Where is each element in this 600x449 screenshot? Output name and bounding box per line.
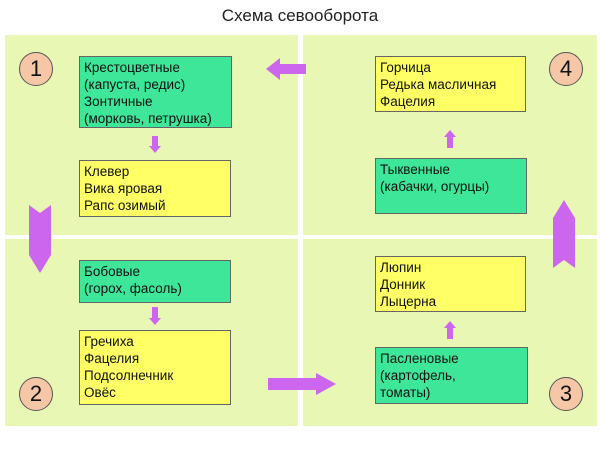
crop-line: Тыквенные — [380, 162, 450, 177]
crop-line: Донник — [380, 277, 426, 292]
crop-line: Клевер — [84, 164, 130, 179]
crop-line: Пасленовые — [380, 351, 459, 366]
arrow-right-icon — [268, 373, 336, 395]
crop-line: (картофель, — [380, 368, 456, 383]
step-number-2: 2 — [19, 377, 53, 411]
crop-line: (капуста, редис) — [84, 77, 186, 92]
crop-line: Фацелия — [84, 351, 140, 366]
q2-main-crop-box: Бобовые (горох, фасоль) — [79, 260, 231, 303]
step-number-4: 4 — [549, 52, 583, 86]
arrow-up-small-icon — [444, 321, 456, 339]
crop-line: томаты) — [380, 385, 431, 400]
crop-line: Лыцерна — [380, 294, 437, 309]
arrow-up-small-icon — [444, 130, 456, 148]
q3-main-crop-box: Пасленовые (картофель, томаты) — [375, 347, 528, 404]
q4-green-manure-box: Горчица Редька масличная Фацелия — [375, 56, 526, 112]
crop-line: Редька масличная — [380, 77, 497, 92]
q4-main-crop-box: Тыквенные (кабачки, огурцы) — [375, 158, 527, 214]
crop-line: Горчица — [380, 60, 431, 75]
q3-green-manure-box: Люпин Донник Лыцерна — [375, 256, 526, 312]
crop-line: (горох, фасоль) — [84, 281, 182, 296]
arrow-up-large-icon — [553, 200, 575, 268]
crop-line: Рапс озимый — [84, 198, 166, 213]
crop-line: Вика яровая — [84, 181, 163, 196]
arrow-left-icon — [266, 58, 306, 80]
crop-line: (кабачки, огурцы) — [380, 179, 490, 194]
crop-line: Гречиха — [84, 334, 134, 349]
q2-green-manure-box: Гречиха Фацелия Подсолнечник Овёс — [79, 330, 231, 405]
step-number-1: 1 — [19, 52, 53, 86]
crop-line: Люпин — [380, 260, 422, 275]
crop-line: Крестоцветные — [84, 60, 180, 75]
crop-line: (морковь, петрушка) — [84, 111, 212, 126]
crop-line: Зонтичные — [84, 94, 153, 109]
arrow-down-large-icon — [29, 205, 51, 273]
step-number-3: 3 — [549, 377, 583, 411]
diagram-title: Схема севооборота — [221, 6, 379, 25]
crop-line: Бобовые — [84, 264, 140, 279]
arrow-down-small-icon — [149, 307, 161, 325]
arrow-down-small-icon — [149, 136, 161, 153]
crop-line: Фацелия — [380, 94, 436, 109]
crop-line: Подсолнечник — [84, 368, 174, 383]
crop-line: Овёс — [84, 385, 116, 400]
q1-main-crop-box: Крестоцветные (капуста, редис) Зонтичные… — [79, 56, 232, 128]
q1-green-manure-box: Клевер Вика яровая Рапс озимый — [79, 160, 231, 217]
